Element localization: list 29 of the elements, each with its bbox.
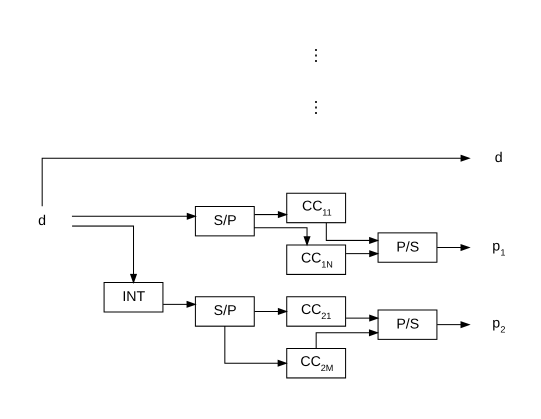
arrow [163,300,197,308]
node-box: CC$_{21}$ [286,296,346,326]
node-box: CC$_{11}$ [286,192,346,223]
node-box: INT [104,282,164,312]
node-box: CC$_{1N}$ [286,244,346,274]
arrow [224,326,288,366]
arrow [316,328,380,348]
arrow [326,222,380,244]
arrow [346,314,380,322]
node-text: p$_{1}$ [492,238,506,257]
node-box: S/P [194,205,255,236]
arrow [254,307,288,315]
arrow [42,154,471,206]
node-box: P/S [378,308,438,340]
node-text: d [494,150,503,166]
node-box: S/P [194,296,255,326]
node-box: CC$_{2M}$ [286,348,346,378]
arrow [437,243,471,251]
node-text: p$_{2}$ [492,314,506,334]
arrow [254,226,311,246]
arrow [254,210,288,218]
label: ⋮ [308,46,324,64]
node-text: d [38,212,46,228]
arrow [72,225,138,284]
arrow [437,320,471,328]
arrow [346,250,380,257]
label: ⋮ [308,98,324,116]
arrow [72,212,197,220]
node-box: P/S [378,232,438,262]
